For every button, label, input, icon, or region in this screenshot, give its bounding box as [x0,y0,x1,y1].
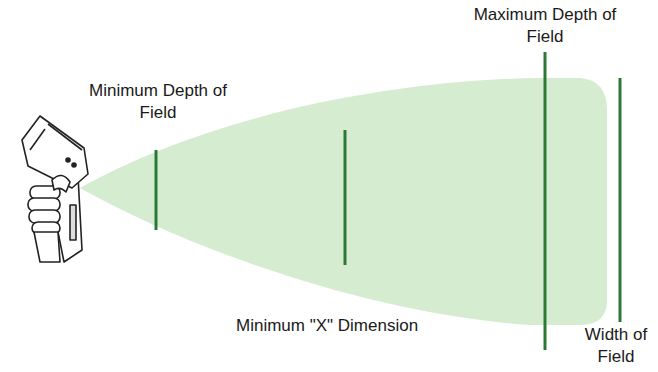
label-holder: Maximum Depth of Field [470,4,620,48]
callout-label: Maximum Depth of Field [470,4,620,48]
x-dimension-line [344,130,347,265]
callout-label: Width of Field [578,324,654,368]
width-line [619,78,622,322]
max-depth-line [544,52,547,350]
callout-label: Minimum Depth of Field [83,80,233,124]
callout-label: Minimum "X" Dimension [236,315,418,337]
scan-beam [80,78,607,325]
min-depth-line [155,150,158,230]
label-holder: Minimum "X" Dimension [236,315,418,337]
label-holder: Minimum Depth of Field [83,80,233,124]
hand-scanner [22,116,88,262]
label-holder: Width of Field [578,324,654,368]
